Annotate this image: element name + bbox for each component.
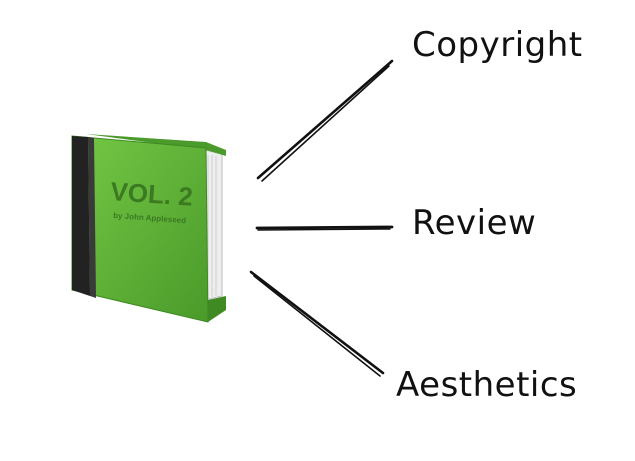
book-spine	[72, 136, 90, 296]
book-title: VOL. 2	[110, 176, 194, 212]
branch-label-copyright: Copyright	[412, 25, 583, 65]
branch-label-aesthetics: Aesthetics	[396, 365, 578, 405]
branch-label-review: Review	[412, 203, 537, 243]
book-back-edge	[208, 296, 226, 322]
green-book-icon: VOL. 2 by John Appleseed	[71, 134, 226, 323]
connector-review	[255, 225, 394, 231]
book-top-edge	[86, 134, 226, 156]
connector-copyright	[256, 59, 394, 182]
connector-aesthetics	[249, 270, 385, 377]
